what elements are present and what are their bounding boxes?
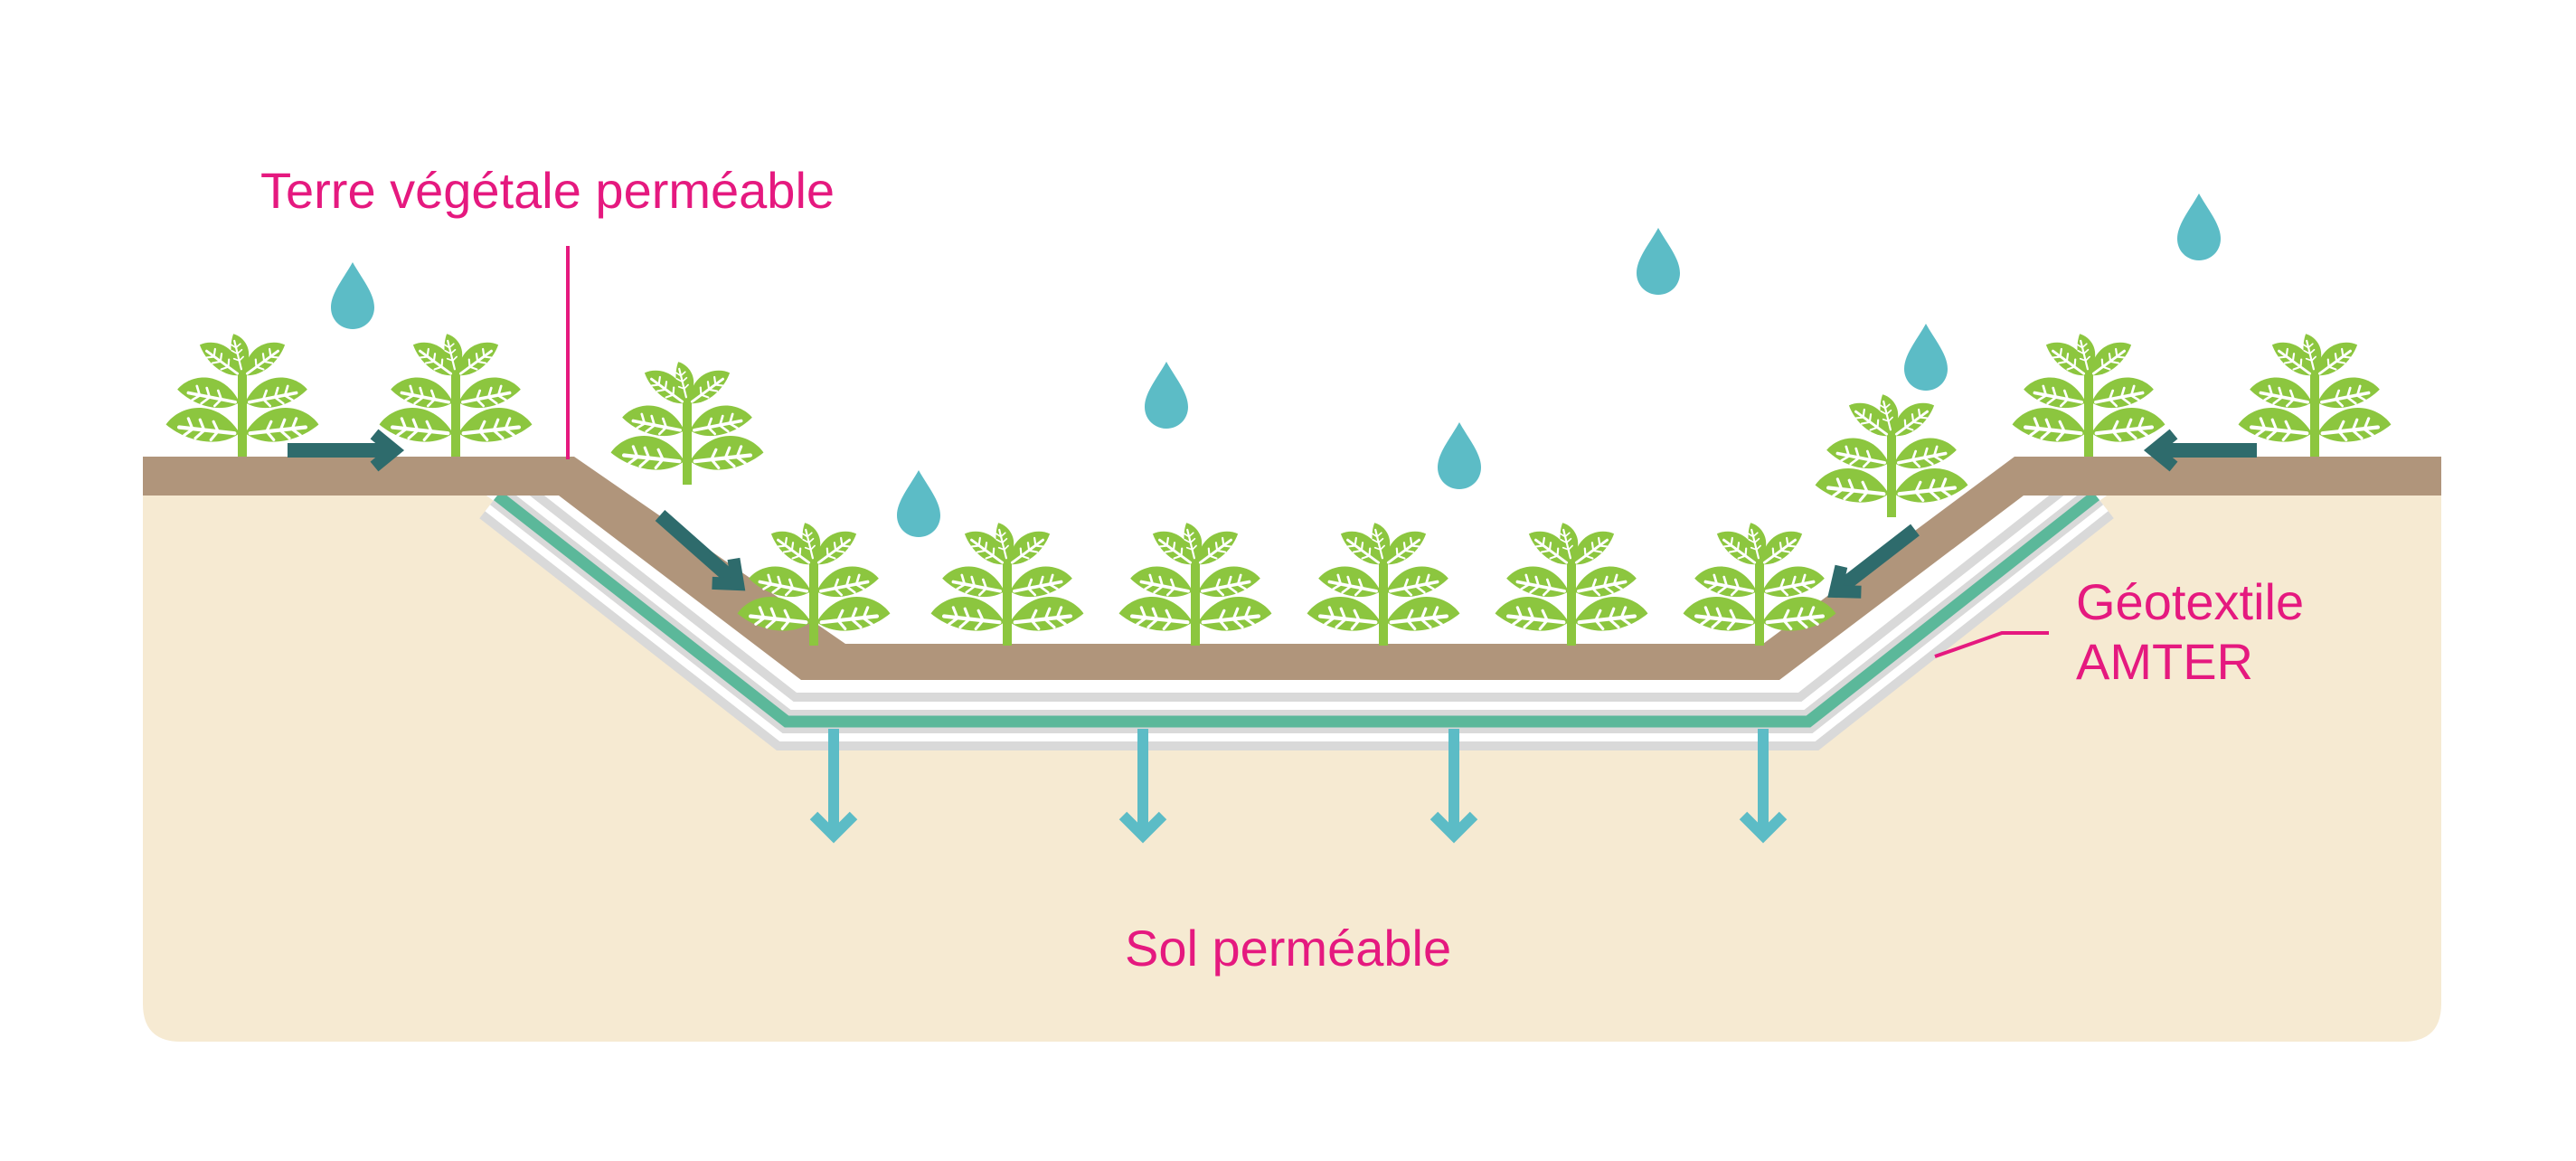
plant-icon [1118,521,1273,646]
runoff-arrow-icon [655,510,746,591]
runoff-arrow-icon [288,429,405,472]
plant-icon [929,521,1085,646]
plant-icon [1494,521,1649,646]
raindrop-icon [331,262,374,329]
plant-icon [165,332,320,457]
plant-icon [378,332,533,457]
plant-icon [1814,392,1969,517]
raindrop-icon [1438,422,1481,489]
raindrop-icon [1904,324,1948,391]
raindrop-icon [1145,362,1188,429]
infiltration-arrow-icon [1118,729,1167,844]
infiltration-arrow-icon [809,729,858,844]
plant-icon [609,360,765,485]
infiltration-arrow-icon [1430,729,1478,844]
plant-icon [2011,332,2166,457]
runoff-arrow-icon [2143,429,2257,472]
geotextile-amter [493,490,2100,728]
geotextile-leader-line [1934,631,2049,658]
subsoil-label: Sol perméable [1125,920,1452,977]
runoff-arrow-icon [1827,524,1920,599]
infiltration-arrow-icon [1739,729,1788,844]
permeable-subsoil [143,496,2441,1042]
permeable-topsoil [143,457,2441,680]
topsoil-label: Terre végétale perméable [260,162,835,219]
raindrop-icon [2177,194,2221,260]
plant-icon [1306,521,1461,646]
raindrop-icon [1637,228,1680,295]
raindrop-icon [897,470,940,537]
plant-icon [2237,332,2392,457]
geotextile-label-line1: Géotextile [2076,573,2305,630]
geotextile-label-line2: AMTER [2076,633,2253,691]
geotextile-label: Géotextile AMTER [2076,572,2304,692]
